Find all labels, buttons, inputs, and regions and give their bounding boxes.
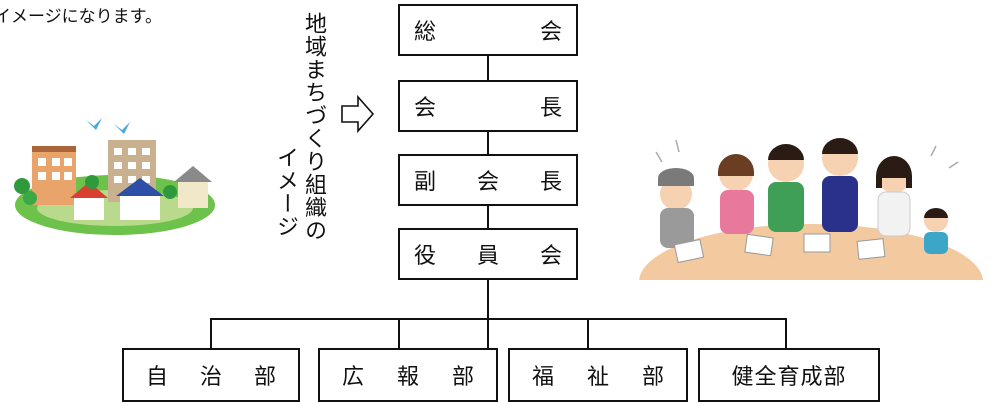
vice-chairperson-char-1: 副 xyxy=(414,170,437,195)
dept-publicity-box: 広 報 部 xyxy=(318,348,498,402)
dept-publicity-char-2: 報 xyxy=(396,365,419,390)
dept-welfare-char-3: 部 xyxy=(641,365,664,390)
connector-drop-3 xyxy=(587,318,589,348)
chairperson-char-1: 会 xyxy=(414,96,437,121)
dept-autonomy-char-3: 部 xyxy=(253,365,276,390)
side-title-line2: イメージ xyxy=(273,146,298,238)
connector-horizontal xyxy=(210,318,787,320)
general-assembly-box: 総 会 xyxy=(398,4,578,56)
vice-chairperson-char-2: 会 xyxy=(476,170,499,195)
dept-welfare-char-1: 福 xyxy=(532,365,555,390)
dept-autonomy-box: 自 治 部 xyxy=(122,348,300,402)
connector-drop-4 xyxy=(785,318,787,348)
meeting-illustration xyxy=(639,138,983,280)
dept-welfare-char-2: 祉 xyxy=(586,365,609,390)
connector-drop-1 xyxy=(210,318,212,348)
vice-chairperson-char-3: 長 xyxy=(539,170,562,195)
board-char-3: 会 xyxy=(539,244,562,269)
right-arrow-icon xyxy=(341,94,375,134)
general-assembly-char-2: 会 xyxy=(539,20,562,45)
intro-text: イメージになります。 xyxy=(0,7,162,27)
town-illustration xyxy=(14,118,215,235)
general-assembly-char-1: 総 xyxy=(414,20,437,45)
board-box: 役 員 会 xyxy=(398,228,578,280)
board-char-1: 役 xyxy=(414,244,437,269)
dept-publicity-char-3: 部 xyxy=(451,365,474,390)
board-char-2: 員 xyxy=(476,244,499,269)
dept-autonomy-char-2: 治 xyxy=(199,365,222,390)
dept-youth-label: 健全育成部 xyxy=(731,365,847,390)
vice-chairperson-box: 副 会 長 xyxy=(398,154,578,206)
chairperson-char-2: 長 xyxy=(539,96,562,121)
dept-publicity-char-1: 広 xyxy=(342,365,365,390)
dept-autonomy-char-1: 自 xyxy=(146,365,169,390)
side-title-line1: 地域まちづくり組織の xyxy=(301,12,326,242)
connector-drop-2 xyxy=(398,318,400,348)
dept-welfare-box: 福 祉 部 xyxy=(508,348,688,402)
dept-youth-box: 健全育成部 xyxy=(698,348,880,402)
chairperson-box: 会 長 xyxy=(398,80,578,132)
